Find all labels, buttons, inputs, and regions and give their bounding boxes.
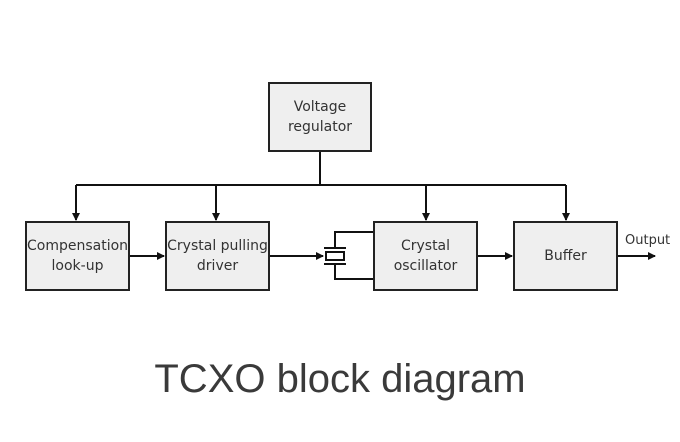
- crystal-resonator-symbol: [324, 231, 374, 280]
- crystal-oscillator-label-line2: oscillator: [393, 258, 458, 274]
- crystal-oscillator-block: Crystal oscillator: [373, 221, 478, 291]
- buffer-block: Buffer: [513, 221, 618, 291]
- crystal-oscillator-label-line1: Crystal: [400, 238, 451, 254]
- voltage-regulator-label-line1: Voltage: [293, 99, 347, 115]
- voltage-regulator-label-line2: regulator: [287, 119, 353, 135]
- compensation-lookup-block: Compensation look-up: [25, 221, 130, 291]
- voltage-regulator-block: Voltage regulator: [268, 82, 372, 152]
- diagram-title: TCXO block diagram: [154, 357, 526, 401]
- output-label: Output: [625, 233, 671, 248]
- compensation-lookup-label-line2: look-up: [51, 258, 104, 274]
- buffer-label: Buffer: [544, 248, 587, 264]
- crystal-pulling-driver-label-line2: driver: [196, 258, 239, 274]
- crystal-pulling-driver-block: Crystal pulling driver: [165, 221, 270, 291]
- crystal-pulling-driver-label-line1: Crystal pulling: [167, 238, 268, 254]
- compensation-lookup-label-line1: Compensation: [26, 238, 129, 254]
